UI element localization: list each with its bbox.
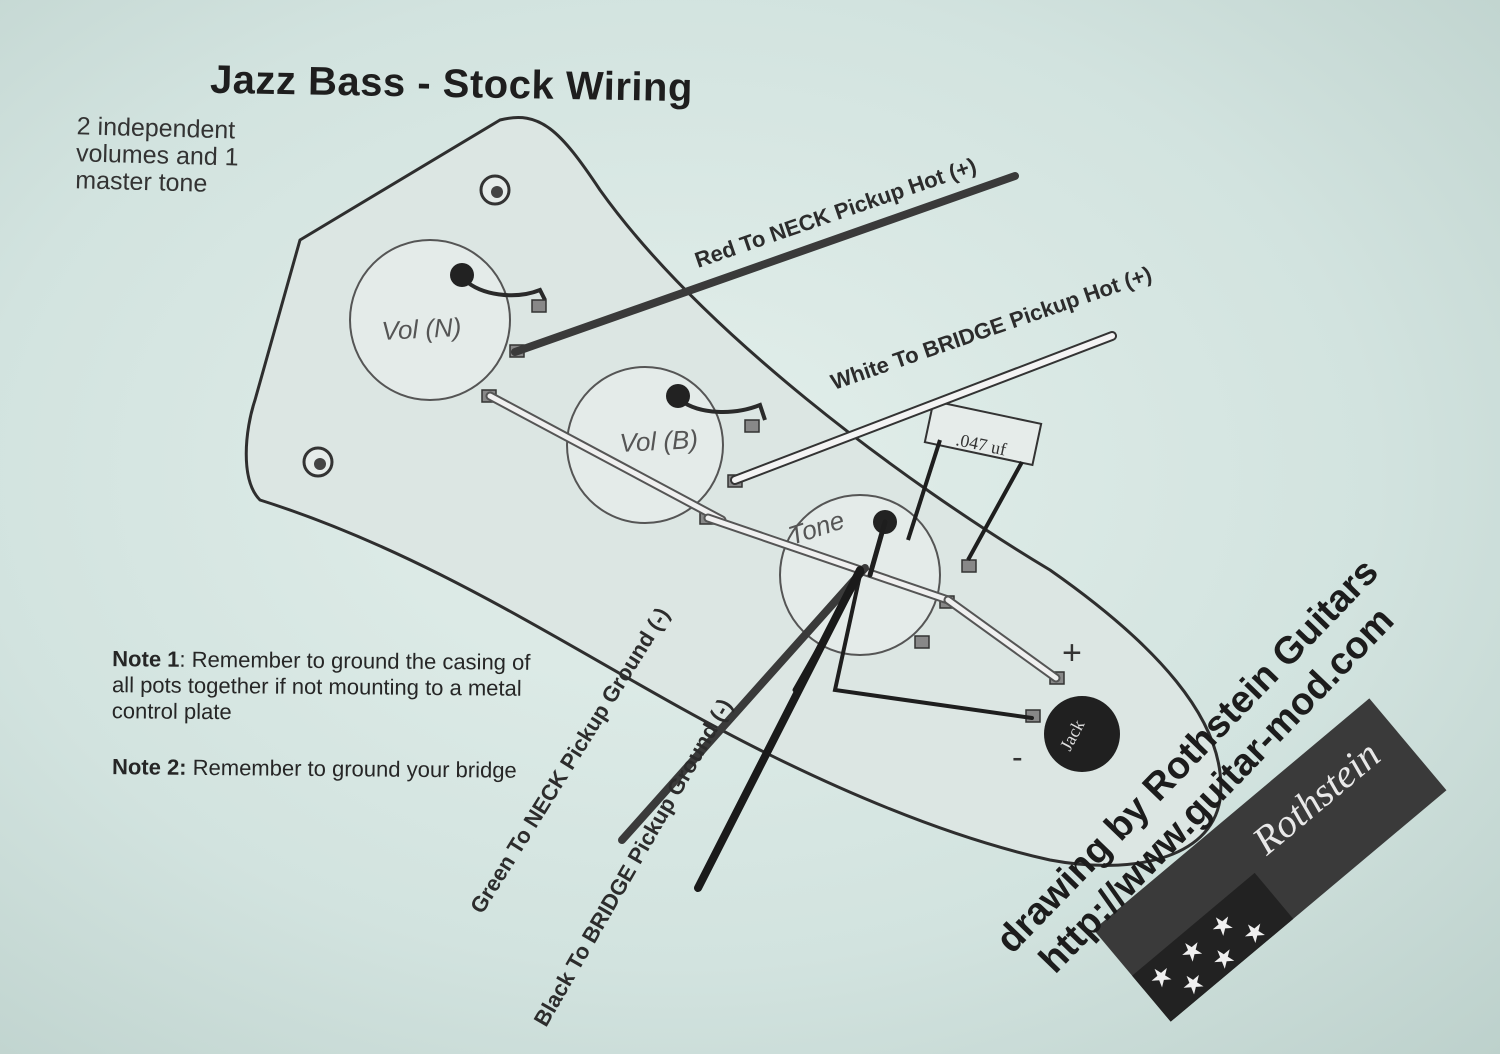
black-wire-label: Black To BRIDGE Pickup Ground (-): [529, 694, 737, 1030]
note-1: Note 1: Remember to ground the casing of…: [112, 646, 533, 728]
note-2-text: Remember to ground your bridge: [186, 754, 517, 783]
vol-bridge-label: Vol (B): [619, 424, 699, 458]
note-2-label: Note 2:: [111, 754, 187, 780]
green-wire: [618, 564, 869, 844]
red-wire-label: Red To NECK Pickup Hot (+): [691, 153, 979, 273]
jack-plus-label: +: [1062, 634, 1082, 672]
jack-minus-label: -: [1012, 739, 1023, 775]
white-wire: [730, 331, 1117, 485]
red-wire: [511, 172, 1019, 356]
note-2: Note 2: Remember to ground your bridge: [112, 754, 532, 784]
black-wire: [694, 566, 865, 892]
note-1-label: Note 1: [112, 646, 180, 672]
diagram-title: Jazz Bass - Stock Wiring: [209, 57, 694, 111]
capacitor: [906, 399, 1043, 561]
white-wire-label: White To BRIDGE Pickup Hot (+): [827, 261, 1154, 395]
volume-neck-pot: [349, 239, 547, 403]
screw-hole-left: [302, 446, 334, 478]
diagram-subtitle: 2 independent volumes and 1 master tone: [74, 112, 239, 198]
vol-neck-label: Vol (N): [381, 312, 462, 346]
internal-wiring: [485, 391, 1061, 720]
screw-hole-top: [479, 174, 511, 206]
